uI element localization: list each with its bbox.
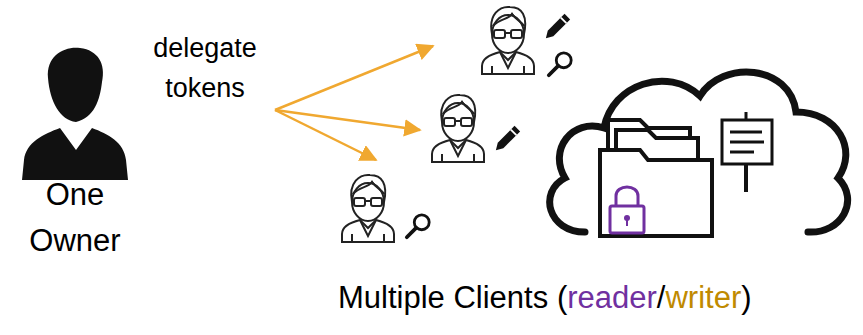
reader-label: reader [567,280,657,315]
delegate-label: delegate tokens [145,28,265,108]
paren: ( [557,280,567,315]
owner-silhouette [22,48,128,180]
clients-caption: Multiple Clients (reader/writer) [338,280,752,316]
client-icons [342,7,571,242]
owner-label: One Owner [20,172,130,264]
delegate-arrows [275,46,433,160]
slash: / [657,280,666,315]
cloud-storage [550,72,848,236]
clients-label: Multiple Clients [338,280,548,315]
writer-label: writer [665,280,741,315]
paren: ) [741,280,751,315]
